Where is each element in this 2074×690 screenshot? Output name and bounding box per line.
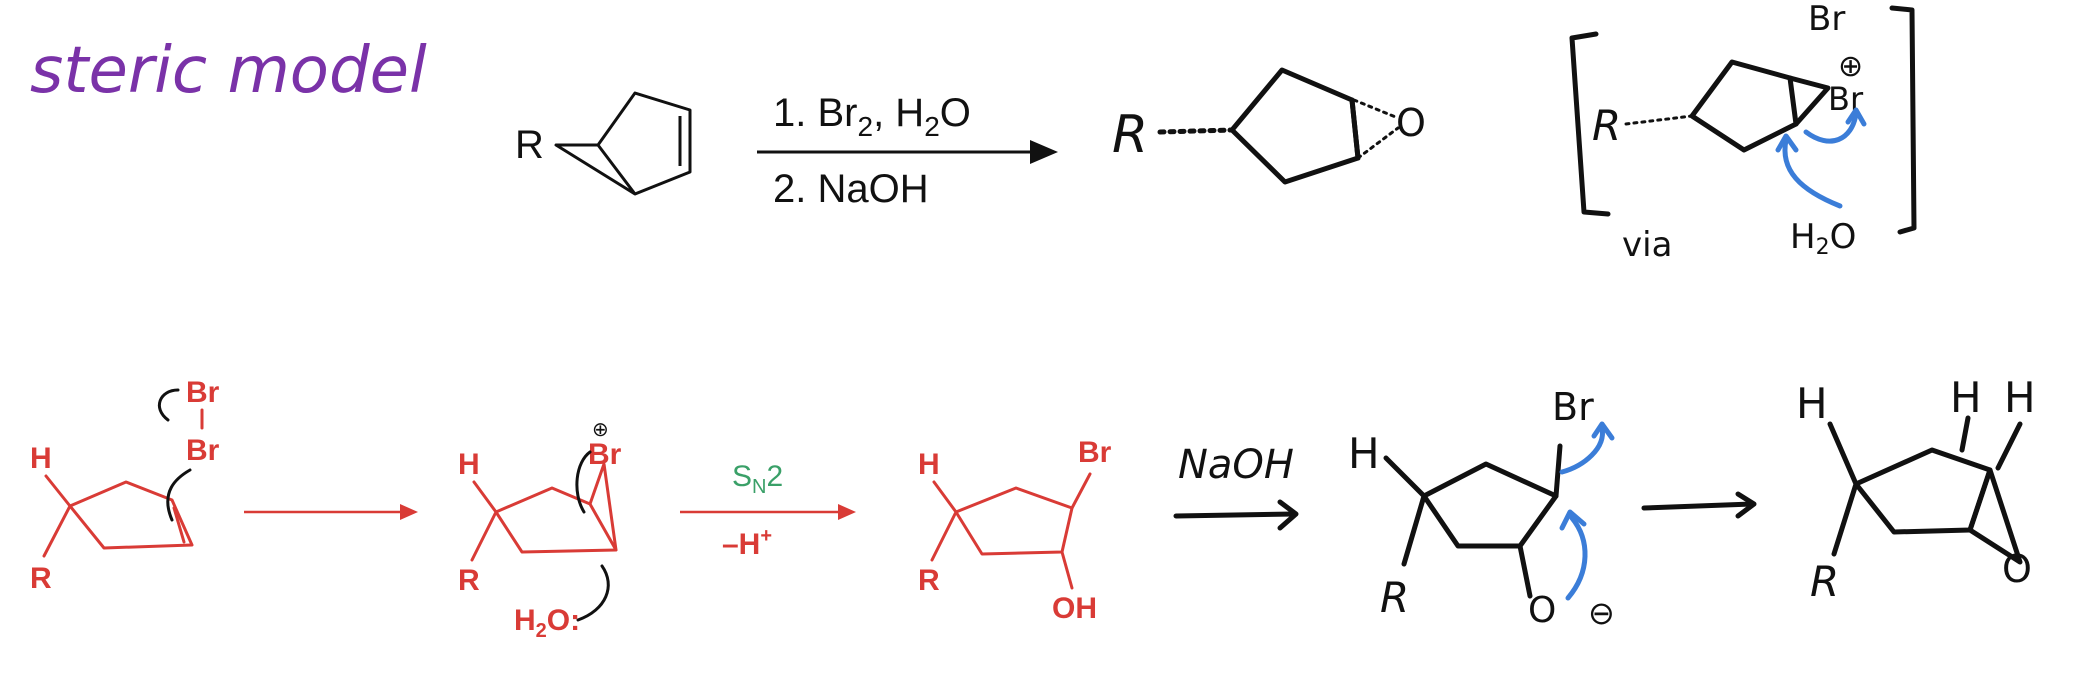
bracketed-intermediate: R Br ⊕ Br H2O via — [1569, 0, 1917, 265]
step4-br: Br — [1552, 385, 1594, 429]
right-bracket — [1889, 5, 1917, 235]
epoxide-fused-bond — [1349, 97, 1361, 161]
intermediate-charge: ⊕ — [1838, 49, 1863, 84]
condition-step-1: 1. Br2, H2O — [773, 91, 971, 142]
step2-water: H2O: — [514, 604, 580, 642]
step4-attack-arrowhead — [1559, 509, 1587, 531]
mechanism-arrow-final — [1641, 491, 1757, 519]
step1-ring — [42, 474, 194, 558]
intermediate-ring — [1689, 59, 1799, 153]
epoxide-oxygen: O — [1396, 101, 1426, 145]
epoxide-ring — [1229, 67, 1361, 185]
step1-leaving-arrow — [157, 388, 180, 422]
minus-h-label: –H+ — [722, 525, 772, 561]
mechanism-step-1: H R Br Br — [30, 376, 220, 595]
step4-ring — [1383, 455, 1559, 567]
mechanism-arrow-1 — [244, 504, 418, 520]
step5-epoxide-bonds — [1959, 415, 2023, 565]
step3-substituent-bonds — [1060, 472, 1092, 590]
hashed-bond — [1157, 127, 1235, 135]
mechanism-step-2: H R Br ⊕ H2O: — [458, 419, 622, 642]
step1-br-bottom: Br — [186, 434, 220, 467]
step3-h: H — [918, 448, 940, 481]
ring-opening-arrowhead — [1845, 107, 1867, 127]
step1-attack-arrow — [166, 468, 192, 522]
arrowhead — [1030, 140, 1058, 164]
mechanism-arrow-2 — [680, 504, 856, 520]
step3-ring — [930, 480, 1074, 562]
step1-r: R — [30, 562, 52, 595]
step1-h: H — [30, 442, 52, 475]
step3-br: Br — [1078, 436, 1112, 469]
step2-bromonium — [588, 462, 618, 552]
mechanism-step-3: H R Br OH — [918, 436, 1112, 625]
attack-arrowhead — [1775, 133, 1799, 153]
product-epoxide: R O — [1112, 67, 1426, 185]
intermediate-hashed-bond — [1624, 114, 1694, 126]
product-r-label: R — [1112, 105, 1148, 165]
step2-ring — [470, 480, 618, 562]
step2-r: R — [458, 564, 480, 597]
intermediate-water: H2O — [1790, 217, 1856, 260]
step4-leaving-arrowhead — [1591, 421, 1615, 441]
step2-h: H — [458, 448, 480, 481]
step3-oh: OH — [1052, 592, 1097, 625]
left-bracket — [1569, 31, 1611, 217]
step5-h2: H — [1950, 373, 1982, 422]
reactant-r-label: R — [515, 123, 544, 167]
step4-o: O — [1528, 590, 1556, 631]
step1-double-bond — [172, 506, 186, 544]
step4-attack-arrow — [1565, 515, 1588, 601]
via-label: via — [1622, 225, 1672, 265]
naoh-label: NaOH — [1178, 442, 1294, 488]
attack-arrow — [1782, 137, 1843, 209]
reactant-cyclopentene: R — [515, 91, 692, 196]
step2-arrow-top — [575, 450, 592, 514]
ring-opening-arrow — [1803, 111, 1859, 144]
epoxide-hashed-bonds — [1352, 98, 1400, 160]
bromonium-bonds — [1787, 75, 1831, 127]
condition-step-2: 2. NaOH — [773, 167, 929, 211]
intermediate-r-label: R — [1592, 101, 1621, 150]
bromide-ion: Br — [1808, 0, 1845, 39]
step4-r: R — [1380, 573, 1409, 622]
step5-ring — [1827, 421, 1993, 557]
cyclopentene-ring — [554, 91, 692, 196]
step5-h1: H — [1796, 379, 1828, 428]
mechanism-step-5: H H H R O — [1796, 373, 2036, 606]
step4-h: H — [1348, 429, 1380, 478]
mechanism-step-4: H R Br O ⊖ — [1348, 385, 1615, 632]
step4-substituent-bonds — [1517, 443, 1563, 599]
mechanism-arrow-naoh — [1173, 499, 1299, 531]
step4-charge: ⊖ — [1588, 594, 1615, 632]
step2-charge: ⊕ — [592, 419, 609, 441]
step2-arrow-water — [576, 564, 610, 622]
step5-r: R — [1810, 557, 1839, 606]
sn2-label: SN2 — [732, 460, 783, 498]
page-title: steric model — [30, 34, 427, 108]
step4-leaving-arrow — [1559, 425, 1605, 475]
step3-r: R — [918, 564, 940, 597]
step1-br-top: Br — [186, 376, 220, 409]
step5-o: O — [2002, 547, 2032, 591]
step5-h3: H — [2004, 373, 2036, 422]
reaction-arrow-top — [757, 140, 1058, 164]
step2-br: Br — [588, 438, 622, 471]
